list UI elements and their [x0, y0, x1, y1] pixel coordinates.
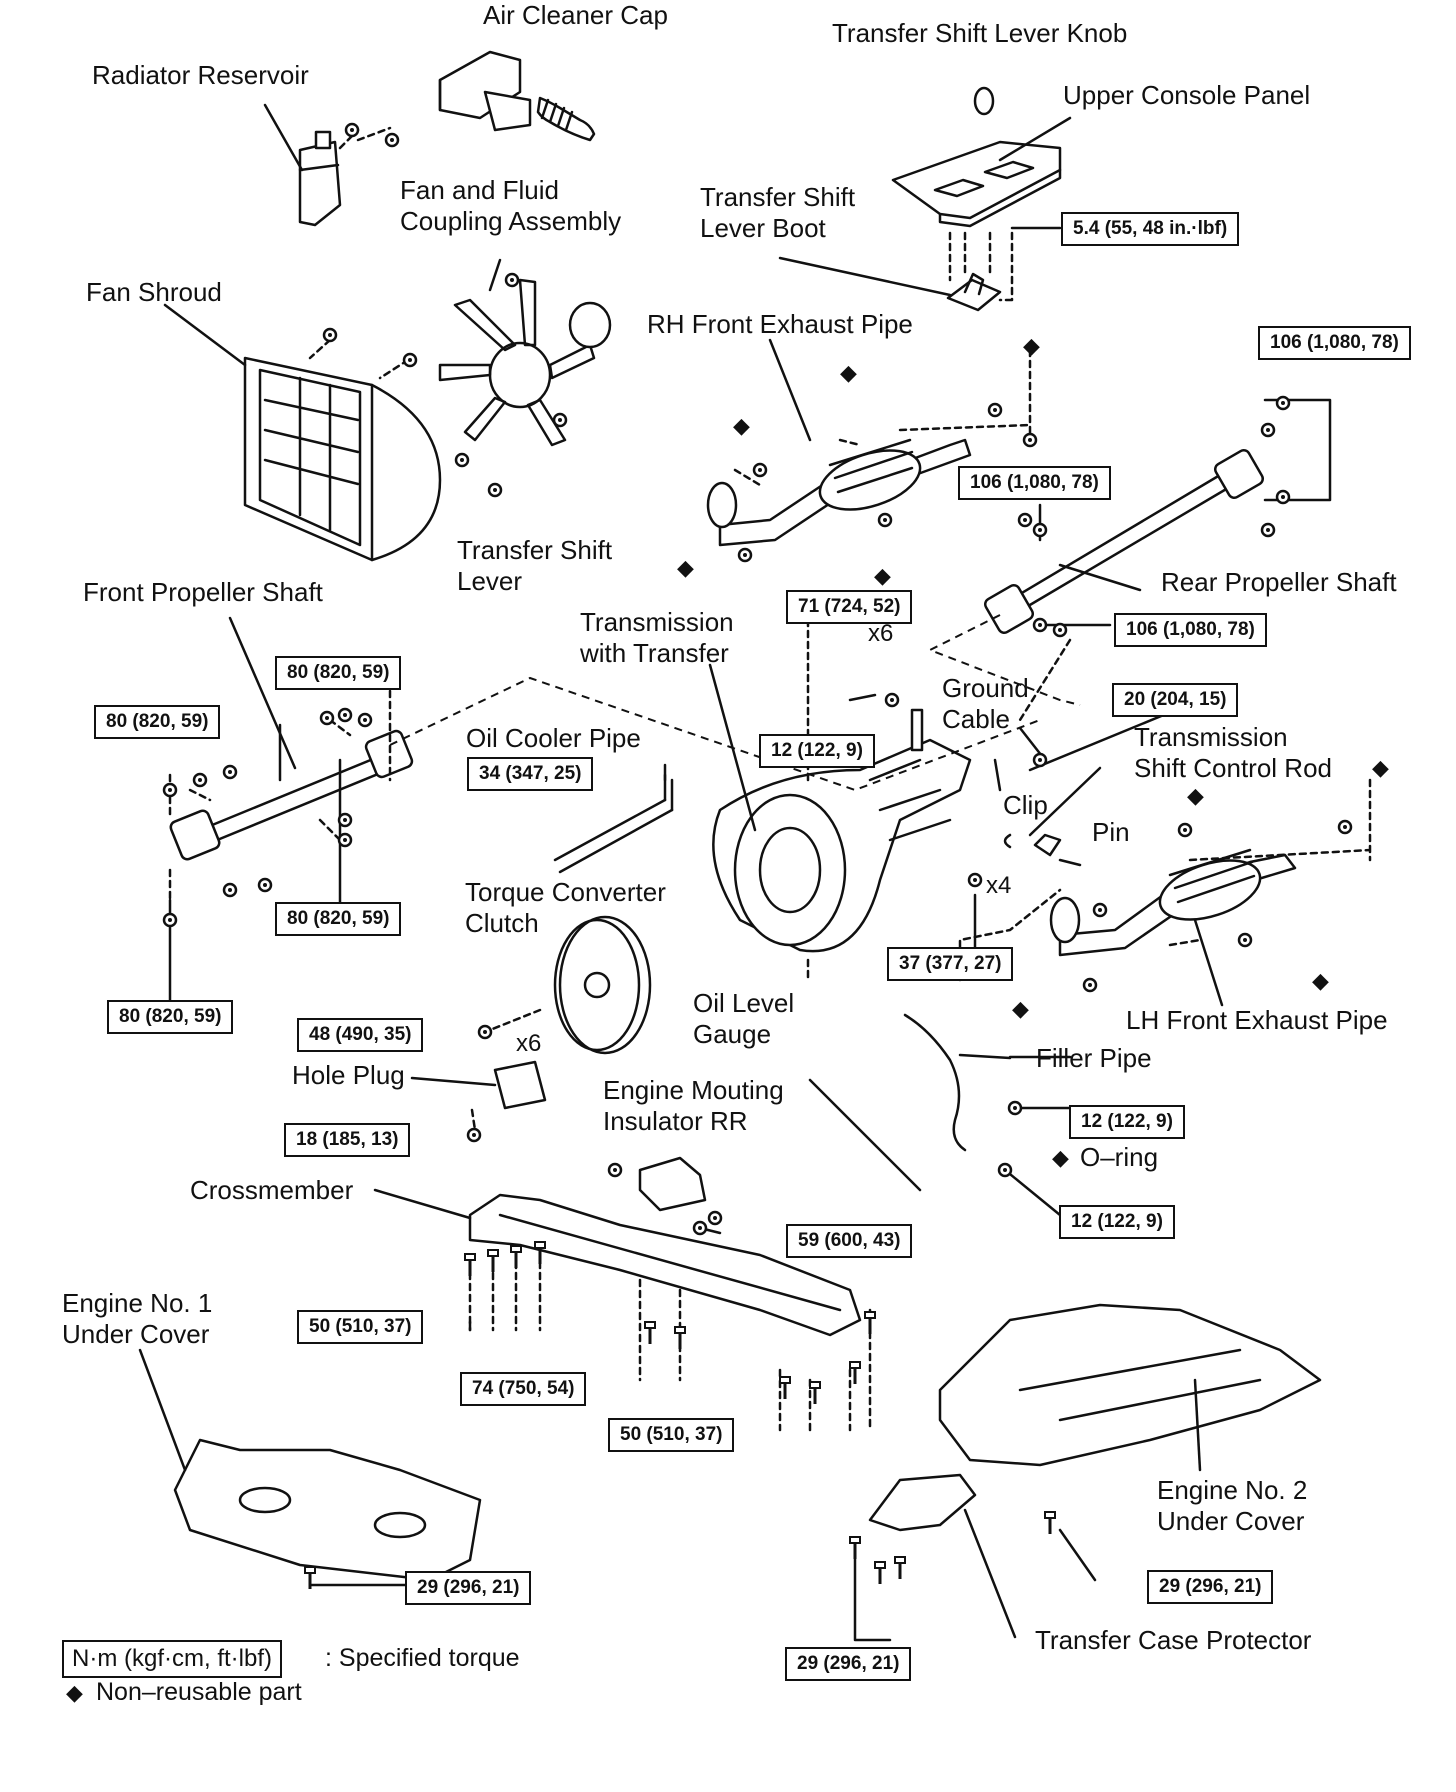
fan-art: [438, 278, 612, 447]
torque-ground-cable: 20 (204, 15): [1112, 683, 1239, 717]
non-reusable-mark-8: ◆: [1012, 996, 1029, 1021]
non-reusable-mark-7: ◆: [1372, 755, 1389, 780]
label-ground-cable: Ground Cable: [942, 673, 1029, 734]
torque-oil-cooler-pipe: 34 (347, 25): [467, 757, 594, 791]
label-radiator-reservoir: Radiator Reservoir: [92, 60, 309, 90]
non-reusable-mark-3: ◆: [1023, 333, 1040, 358]
label-crossmember: Crossmember: [190, 1175, 354, 1205]
label-air-cleaner-cap: Air Cleaner Cap: [483, 0, 668, 30]
label-fan-fluid-coupling: Fan and Fluid Coupling Assembly: [400, 175, 622, 236]
engine-no2-under-cover-art: [938, 1303, 1322, 1467]
label-transfer-shift-lever-boot: Transfer Shift Lever Boot: [700, 182, 856, 243]
non-reusable-mark-5: ◆: [874, 563, 891, 588]
air-cleaner-cap-art: [438, 50, 596, 142]
label-hole-plug: Hole Plug: [292, 1060, 405, 1090]
torque-front-shaft-left: 80 (820, 59): [94, 705, 221, 739]
crossmember-art: [468, 1193, 862, 1337]
non-reusable-mark-1: ◆: [733, 413, 750, 438]
label-filler-pipe: Filler Pipe: [1036, 1043, 1152, 1073]
label-fan-shroud: Fan Shroud: [86, 277, 222, 307]
oil-cooler-pipe-art: [553, 773, 674, 874]
label-lh-front-exhaust-pipe: LH Front Exhaust Pipe: [1126, 1005, 1388, 1035]
torque-engine-no2-cover: 29 (296, 21): [1147, 1570, 1274, 1604]
torque-front-shaft-bottom: 80 (820, 59): [107, 1000, 234, 1034]
assembly-line-rear: [927, 614, 1081, 706]
upper-console-panel-art: [891, 140, 1062, 228]
assembly-line-front: [389, 676, 1041, 792]
torque-front-shaft-right: 80 (820, 59): [275, 902, 402, 936]
filler-pipe-art: [903, 1013, 967, 1152]
torque-rh-exhaust: 71 (724, 52): [786, 590, 913, 624]
label-torque-converter-clutch: Torque Converter Clutch: [465, 877, 666, 938]
torque-rear-shaft-mid: 106 (1,080, 78): [958, 466, 1111, 500]
label-pin: Pin: [1092, 817, 1130, 847]
radiator-reservoir-art: [298, 130, 342, 227]
transmission-art: [712, 708, 972, 953]
label-transmission-with-transfer: Transmission with Transfer: [580, 607, 734, 668]
o-ring-non-reusable-mark: ◆: [1052, 1145, 1069, 1170]
legend-unit-text: : Specified torque: [325, 1644, 520, 1672]
torque-crossmember-3: 50 (510, 37): [608, 1418, 735, 1452]
torque-rear-shaft-top: 106 (1,080, 78): [1258, 326, 1411, 360]
label-oil-cooler-pipe: Oil Cooler Pipe: [466, 723, 641, 753]
label-transfer-shift-lever-knob: Transfer Shift Lever Knob: [832, 18, 1128, 48]
transfer-case-protector-art: [868, 1473, 977, 1532]
non-reusable-mark-9: ◆: [1312, 968, 1329, 993]
label-engine-no2-under-cover: Engine No. 2 Under Cover: [1157, 1475, 1308, 1536]
rear-propeller-shaft-art: [983, 448, 1265, 635]
non-reusable-mark-6: ◆: [1187, 783, 1204, 808]
label-upper-console-panel: Upper Console Panel: [1063, 80, 1311, 110]
torque-crossmember-1: 50 (510, 37): [297, 1310, 424, 1344]
qty-x6-converter: x6: [516, 1030, 542, 1057]
torque-converter-art: [483, 915, 652, 1055]
label-rear-propeller-shaft: Rear Propeller Shaft: [1161, 567, 1397, 597]
label-rh-front-exhaust-pipe: RH Front Exhaust Pipe: [647, 309, 913, 339]
torque-transmission: 37 (377, 27): [887, 947, 1014, 981]
engine-mount-insulator-art: [638, 1156, 707, 1212]
torque-converter: 48 (490, 35): [297, 1018, 424, 1052]
label-engine-mounting-insulator-rr: Engine Mouting Insulator RR: [603, 1075, 784, 1136]
qty-x4-transmission: x4: [986, 872, 1012, 899]
torque-filler-pipe-2: 12 (122, 9): [1059, 1205, 1175, 1239]
label-transfer-shift-lever: Transfer Shift Lever: [457, 535, 613, 596]
torque-console-bolts: 5.4 (55, 48 in.·lbf): [1061, 212, 1240, 246]
hole-plug-art: [493, 1060, 547, 1110]
legend-non-reusable-text: Non–reusable part: [96, 1678, 302, 1706]
shift-lever-boot-art: [946, 272, 1002, 312]
oil-level-gauge-art: [808, 1078, 922, 1192]
legend-non-reusable-symbol: ◆: [66, 1680, 83, 1705]
label-clip: Clip: [1003, 790, 1048, 820]
torque-rear-shaft-bottom: 106 (1,080, 78): [1114, 613, 1267, 647]
label-transfer-case-protector: Transfer Case Protector: [1035, 1625, 1312, 1655]
label-o-ring: O–ring: [1080, 1142, 1159, 1172]
torque-engine-mount: 59 (600, 43): [786, 1224, 913, 1258]
qty-x6-exhaust: x6: [868, 620, 894, 647]
label-engine-no1-under-cover: Engine No. 1 Under Cover: [62, 1288, 213, 1349]
torque-crossmember-2: 74 (750, 54): [460, 1372, 587, 1406]
front-propeller-shaft-art: [169, 729, 414, 861]
label-oil-level-gauge: Oil Level Gauge: [693, 988, 795, 1049]
shift-knob-art: [973, 86, 995, 116]
torque-transfer-case-protector: 29 (296, 21): [785, 1647, 912, 1681]
legend-unit-box: N·m (kgf·cm, ft·lbf): [62, 1640, 282, 1678]
torque-engine-no1-cover: 29 (296, 21): [405, 1571, 532, 1605]
fan-shroud-art: [243, 356, 442, 562]
rh-front-exhaust-pipe-art: [706, 438, 972, 547]
label-front-propeller-shaft: Front Propeller Shaft: [83, 577, 323, 607]
non-reusable-mark-2: ◆: [840, 360, 857, 385]
torque-filler-pipe-1: 12 (122, 9): [1069, 1105, 1185, 1139]
engine-no1-under-cover-art: [173, 1438, 482, 1582]
label-transmission-shift-control-rod: Transmission Shift Control Rod: [1134, 722, 1332, 783]
non-reusable-mark-4: ◆: [677, 555, 694, 580]
torque-hole-plug: 18 (185, 13): [284, 1123, 411, 1157]
lh-front-exhaust-pipe-art: [1049, 848, 1297, 957]
torque-front-shaft-top: 80 (820, 59): [275, 656, 402, 690]
torque-shift-lever: 12 (122, 9): [759, 734, 875, 768]
